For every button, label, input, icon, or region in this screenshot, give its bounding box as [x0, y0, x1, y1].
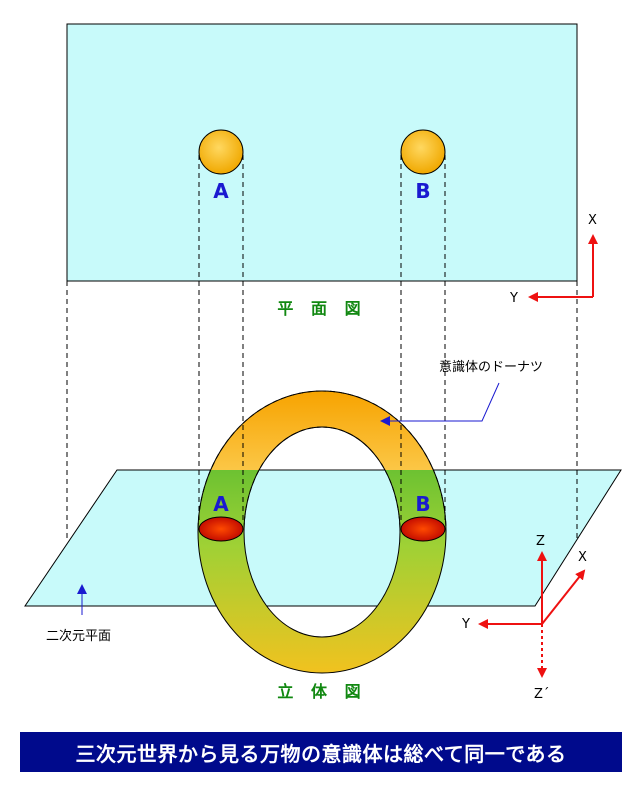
plan-view-plane	[66, 23, 578, 282]
donut-caption: 意識体のドーナツ	[439, 359, 543, 375]
cross-section-a	[198, 516, 244, 542]
donut-pointer	[380, 382, 500, 426]
label-a-top: A	[213, 179, 229, 203]
axis-top-y-label: Y	[509, 291, 518, 306]
projection-lines	[66, 155, 578, 538]
axis-bottom-x-label: X	[578, 550, 587, 565]
axis-top-x-label: X	[588, 213, 597, 228]
ball-a	[198, 129, 244, 175]
label-b-bottom: B	[415, 492, 430, 516]
conclusion-banner: 三次元世界から見る万物の意識体は総べて同一である	[20, 732, 622, 772]
label-b-top: B	[415, 179, 430, 203]
axis-bottom-y-label: Y	[461, 617, 470, 632]
label-a-bottom: A	[213, 492, 229, 516]
two-dimensional-plane	[24, 469, 622, 607]
plan-view-title: 平 面 図	[277, 299, 366, 318]
axes-top: X Y	[509, 213, 598, 306]
plane-caption: 二次元平面	[46, 628, 111, 644]
cross-section-b	[400, 516, 446, 542]
elevation-view-title: 立 体 図	[277, 682, 366, 701]
ball-b	[400, 129, 446, 175]
axis-bottom-z-label: Z	[536, 534, 545, 549]
conclusion-text: 三次元世界から見る万物の意識体は総べて同一である	[75, 741, 567, 766]
axes-bottom: Z X Y Z´	[461, 534, 587, 702]
axis-bottom-z-prime-label: Z´	[534, 687, 549, 702]
